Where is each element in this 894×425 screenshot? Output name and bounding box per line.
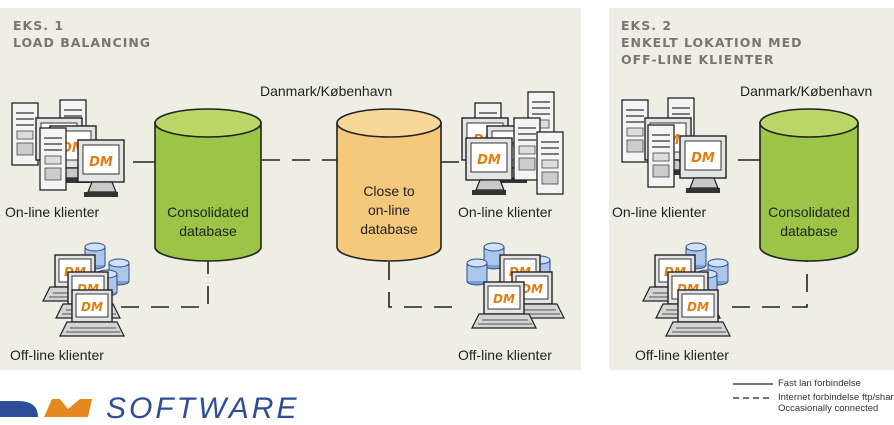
example2-heading-line1: ENKELT LOKATION MED xyxy=(621,35,803,50)
example1-location: Danmark/København xyxy=(260,83,393,99)
legend-dashed-text: Internet forbindelse ftp/shared folde Oc… xyxy=(778,392,894,414)
example2-number: EKS. 2 xyxy=(621,18,673,33)
consolidated-database-ex2 xyxy=(759,108,859,262)
ex2-offline-clients-group xyxy=(642,242,731,337)
example2-title: EKS. 2 ENKELT LOKATION MED OFF-LINE KLIE… xyxy=(621,17,803,68)
software-logo-text: SOFTWARE xyxy=(106,392,300,425)
example2-heading-line2: OFF-LINE KLIENTER xyxy=(621,52,775,67)
ex2-db-label-line1: Consolidated xyxy=(768,204,850,220)
consolidated-db-label-line1: Consolidated xyxy=(167,204,249,220)
example1-number: EKS. 1 xyxy=(13,18,65,33)
close-db-label-line2: on-line xyxy=(367,202,411,218)
close-db-label-line1: Close to xyxy=(363,183,415,199)
online-clients-left-label: On-line klienter xyxy=(5,204,100,220)
online-clients-left-group xyxy=(11,99,125,198)
close-db-label: Close to on-line database xyxy=(337,182,441,239)
ex2-db-label-line2: database xyxy=(780,223,838,239)
example1-heading: LOAD BALANCING xyxy=(13,35,152,50)
ex2-offline-link xyxy=(732,258,808,308)
ex2-online-clients-label: On-line klienter xyxy=(612,204,707,220)
offline-link-right xyxy=(388,262,458,308)
ex2-offline-clients-label: Off-line klienter xyxy=(635,347,729,363)
online-clients-right-group xyxy=(461,91,564,196)
consolidated-db-label-ex1: Consolidated database xyxy=(155,203,261,241)
ex2-online-clients-group xyxy=(621,97,727,194)
close-to-online-database xyxy=(336,108,442,262)
legend-dashed-line2: Occasionally connected xyxy=(778,403,879,414)
close-db-label-line3: database xyxy=(360,221,418,237)
offline-clients-left-group xyxy=(42,242,130,337)
online-clients-right-label: On-line klienter xyxy=(458,204,553,220)
consolidated-db-label-line2: database xyxy=(179,223,237,239)
offline-clients-left-label: Off-line klienter xyxy=(10,347,104,363)
legend-dashed-line1: Internet forbindelse ftp/shared folde xyxy=(778,392,894,403)
legend-solid-text: Fast lan forbindelse xyxy=(778,378,861,389)
consolidated-database-ex1 xyxy=(154,108,262,262)
offline-clients-right-label: Off-line klienter xyxy=(458,347,552,363)
offline-clients-right-group xyxy=(466,242,565,329)
example2-location: Danmark/København xyxy=(740,83,873,99)
example1-title: EKS. 1 LOAD BALANCING xyxy=(13,17,151,51)
consolidated-db-label-ex2: Consolidated database xyxy=(760,203,858,241)
dm-logo-mark xyxy=(0,399,92,417)
offline-link-left xyxy=(121,258,209,308)
